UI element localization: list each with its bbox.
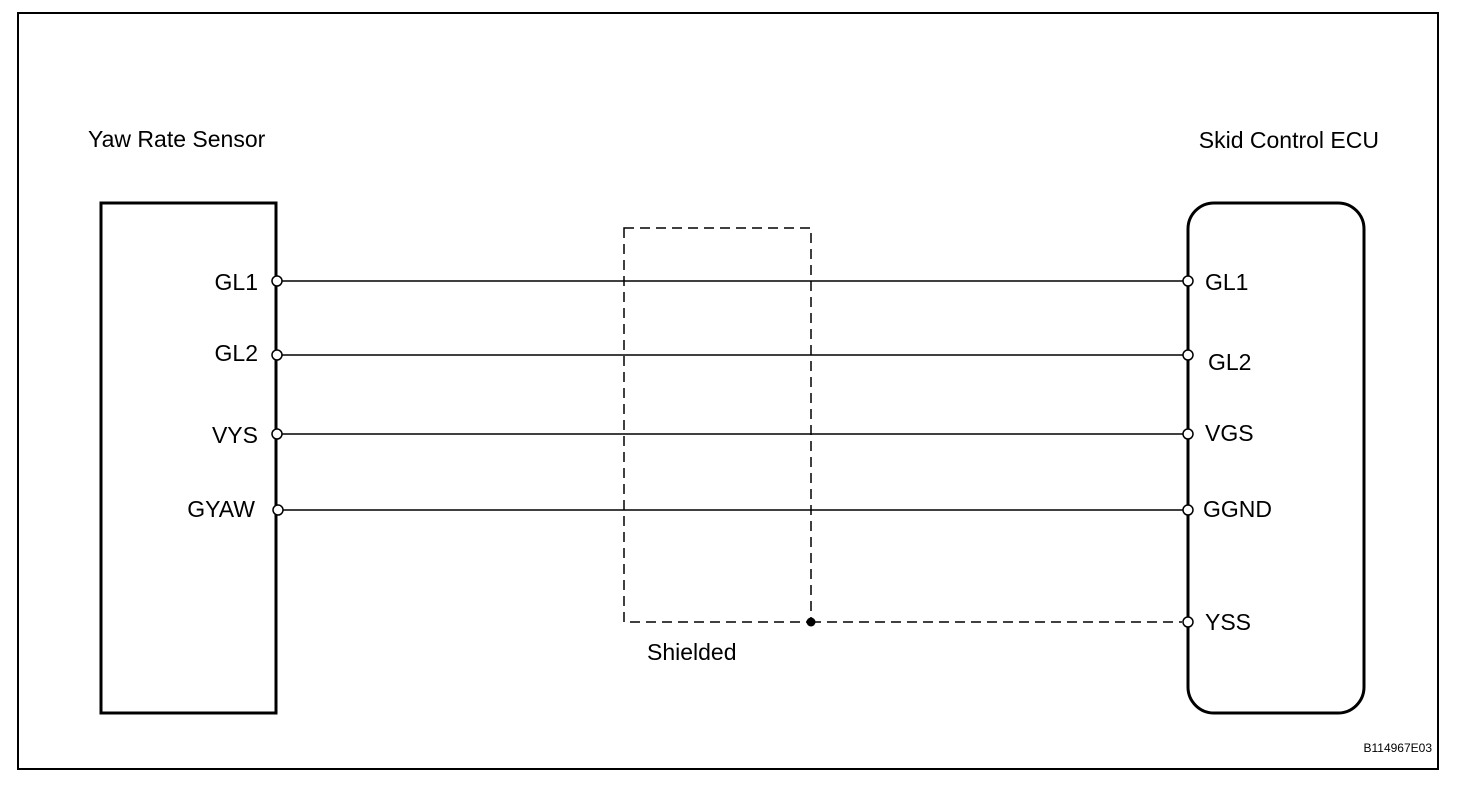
left-pin-label: VYS [212,422,258,448]
right-component-title: Skid Control ECU [1199,127,1379,153]
right-terminal [1182,349,1194,361]
left-pin-label: GL1 [215,269,258,295]
left-terminal [271,428,283,440]
shield-label: Shielded [647,639,737,665]
left-terminal [271,349,283,361]
yss-pin-label: YSS [1205,609,1251,635]
right-pin-label: VGS [1205,420,1254,446]
right-pin-label: GL1 [1205,269,1248,295]
wire-gl2: GL2 GL2 [215,340,1252,375]
shield-junction-dot [806,617,816,627]
wire-gl1: GL1 GL1 [215,269,1249,295]
right-pin-label: GGND [1203,496,1272,522]
right-terminal [1182,504,1194,516]
yaw-rate-sensor-box [99,201,278,715]
wire-vys: VYS VGS [212,420,1254,448]
left-pin-label: GL2 [215,340,258,366]
left-terminal [272,504,284,516]
left-component-title: Yaw Rate Sensor [88,126,266,152]
figure-code: B114967E03 [1363,741,1432,755]
skid-control-ecu-box [1186,201,1366,715]
left-terminal [271,275,283,287]
shield-outline [623,227,812,623]
wire-gyaw: GYAW GGND [187,496,1272,522]
right-pin-label: GL2 [1208,349,1251,375]
left-pin-label: GYAW [187,496,255,522]
right-terminal [1182,428,1194,440]
right-terminal [1182,275,1194,287]
yss-terminal [1182,616,1194,628]
diagram-frame [17,12,1439,770]
